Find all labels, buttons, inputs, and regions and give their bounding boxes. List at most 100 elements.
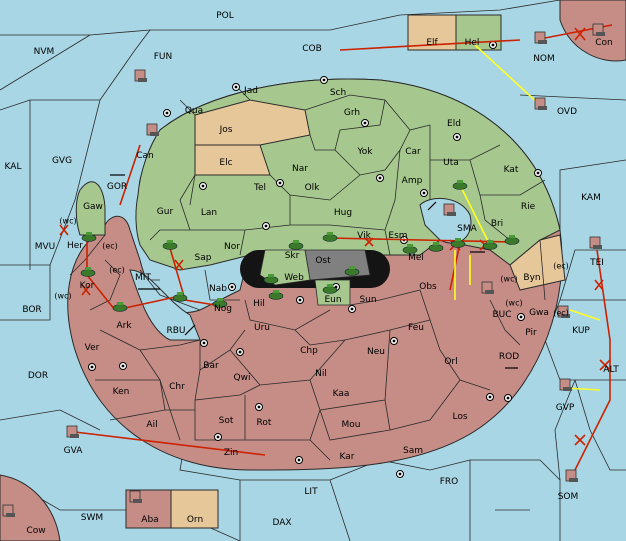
army-unit[interactable] [263, 274, 279, 284]
land-label-hel[interactable]: Hel [464, 38, 480, 48]
sea-label-nom[interactable]: NOM [533, 54, 555, 64]
army-unit[interactable] [81, 232, 97, 242]
land-label-aba[interactable]: Aba [141, 515, 159, 525]
land-label-eld[interactable]: Eld [447, 119, 461, 129]
land-label-gwa[interactable]: Gwa [529, 308, 549, 318]
army-unit[interactable] [344, 266, 360, 276]
land-label-tel[interactable]: Tel [253, 183, 267, 193]
land-label-ver[interactable]: Ver [84, 343, 100, 353]
land-label-car[interactable]: Car [405, 147, 421, 157]
land-label-amp[interactable]: Amp [401, 176, 423, 186]
land-label-mou[interactable]: Mou [341, 420, 361, 430]
land-label-grh[interactable]: Grh [343, 108, 361, 118]
land-label-nar[interactable]: Nar [292, 164, 308, 174]
sea-label-rod[interactable]: ROD [498, 352, 520, 362]
land-label-uta[interactable]: Uta [443, 158, 459, 168]
fleet-unit[interactable] [559, 378, 572, 391]
sea-label-rbu[interactable]: RBU [166, 326, 186, 336]
fleet-unit[interactable] [534, 97, 547, 110]
army-unit[interactable] [402, 244, 418, 254]
land-label-gaw[interactable]: Gaw [83, 202, 103, 212]
land-label-con[interactable]: Con [595, 38, 613, 48]
land-label-lan[interactable]: Lan [200, 208, 218, 218]
fleet-unit[interactable] [66, 425, 79, 438]
army-unit[interactable] [112, 302, 128, 312]
sea-label-swm[interactable]: SWM [80, 513, 104, 523]
land-label-sap[interactable]: Sap [194, 253, 212, 263]
army-unit[interactable] [322, 232, 338, 242]
sea-label-lit[interactable]: LIT [304, 487, 318, 497]
fleet-unit[interactable] [481, 281, 494, 294]
fleet-unit[interactable] [129, 490, 142, 503]
land-label-orl[interactable]: Orl [444, 357, 458, 367]
land-label-ail[interactable]: Ail [146, 420, 158, 430]
sea-label-fun[interactable]: FUN [153, 52, 173, 62]
fleet-unit[interactable] [134, 69, 147, 82]
land-label-los[interactable]: Los [452, 412, 468, 422]
land-label-elc[interactable]: Elc [219, 158, 233, 168]
land-label-nog[interactable]: Nog [214, 304, 232, 314]
land-label-byn[interactable]: Byn [523, 273, 541, 283]
land-label-kat[interactable]: Kat [503, 165, 519, 175]
land-label-ark[interactable]: Ark [116, 321, 132, 331]
army-unit[interactable] [452, 180, 468, 190]
sea-label-gvg[interactable]: GVG [51, 156, 73, 166]
sea-label-cob[interactable]: COB [302, 44, 322, 54]
sea-label-dor[interactable]: DOR [27, 371, 49, 381]
land-label-web[interactable]: Web [284, 273, 304, 283]
land-label-can[interactable]: Can [136, 151, 154, 161]
sea-label-gor[interactable]: GOR [106, 182, 128, 192]
land-label-jos[interactable]: Jos [219, 125, 233, 135]
land-label-her[interactable]: Her [66, 241, 84, 251]
army-unit[interactable] [482, 240, 498, 250]
fleet-unit[interactable] [565, 469, 578, 482]
land-label-rot[interactable]: Rot [256, 418, 272, 428]
army-unit[interactable] [162, 240, 178, 250]
land-label-obs[interactable]: Obs [419, 282, 437, 292]
land-label-bri[interactable]: Bri [490, 219, 504, 229]
land-label-bar[interactable]: Bar [203, 361, 219, 371]
land-label-gur[interactable]: Gur [156, 207, 174, 217]
fleet-unit[interactable] [2, 504, 15, 517]
land-label-jad[interactable]: Jad [244, 86, 258, 96]
land-label-qua[interactable]: Qua [184, 106, 204, 116]
sea-label-kam[interactable]: KAM [581, 193, 601, 203]
fleet-unit[interactable] [557, 305, 570, 318]
land-label-sch[interactable]: Sch [329, 88, 347, 98]
land-label-chp[interactable]: Chp [300, 346, 318, 356]
land-label-pir[interactable]: Pir [525, 328, 537, 338]
army-unit[interactable] [288, 240, 304, 250]
sea-label-alt[interactable]: ALT [603, 365, 619, 375]
land-label-vik[interactable]: Vik [357, 231, 371, 241]
sea-label-mvu[interactable]: MVU [34, 242, 56, 252]
fleet-unit[interactable] [443, 203, 456, 216]
land-label-qwi[interactable]: Qwi [233, 373, 251, 383]
land-label-chr[interactable]: Chr [169, 382, 185, 392]
land-label-ken[interactable]: Ken [112, 387, 130, 397]
land-label-eun[interactable]: Eun [324, 295, 342, 305]
army-unit[interactable] [322, 284, 338, 294]
sea-label-mit[interactable]: MIT [135, 273, 151, 283]
fleet-unit[interactable] [592, 23, 605, 36]
land-label-cow[interactable]: Cow [26, 526, 46, 536]
land-label-mel[interactable]: Mel [408, 253, 424, 263]
land-label-nor[interactable]: Nor [224, 242, 240, 252]
sea-label-fro[interactable]: FRO [439, 477, 459, 487]
sea-label-sma[interactable]: SMA [457, 224, 477, 234]
land-label-nil[interactable]: Nil [315, 369, 327, 379]
land-label-uru[interactable]: Uru [254, 323, 270, 333]
land-label-yok[interactable]: Yok [357, 147, 373, 157]
land-label-olk[interactable]: Olk [304, 183, 320, 193]
land-label-nab[interactable]: Nab [209, 284, 227, 294]
land-label-rie[interactable]: Rie [520, 202, 536, 212]
army-unit[interactable] [268, 290, 284, 300]
sea-label-kal[interactable]: KAL [4, 162, 22, 172]
sea-label-gvp[interactable]: GVP [555, 403, 575, 413]
sea-label-ovd[interactable]: OVD [556, 107, 578, 117]
army-unit[interactable] [428, 242, 444, 252]
army-unit[interactable] [80, 267, 96, 277]
sea-label-som[interactable]: SOM [557, 492, 579, 502]
fleet-unit[interactable] [146, 123, 159, 136]
sea-label-tei[interactable]: TEI [590, 258, 604, 268]
land-label-sot[interactable]: Sot [218, 416, 234, 426]
